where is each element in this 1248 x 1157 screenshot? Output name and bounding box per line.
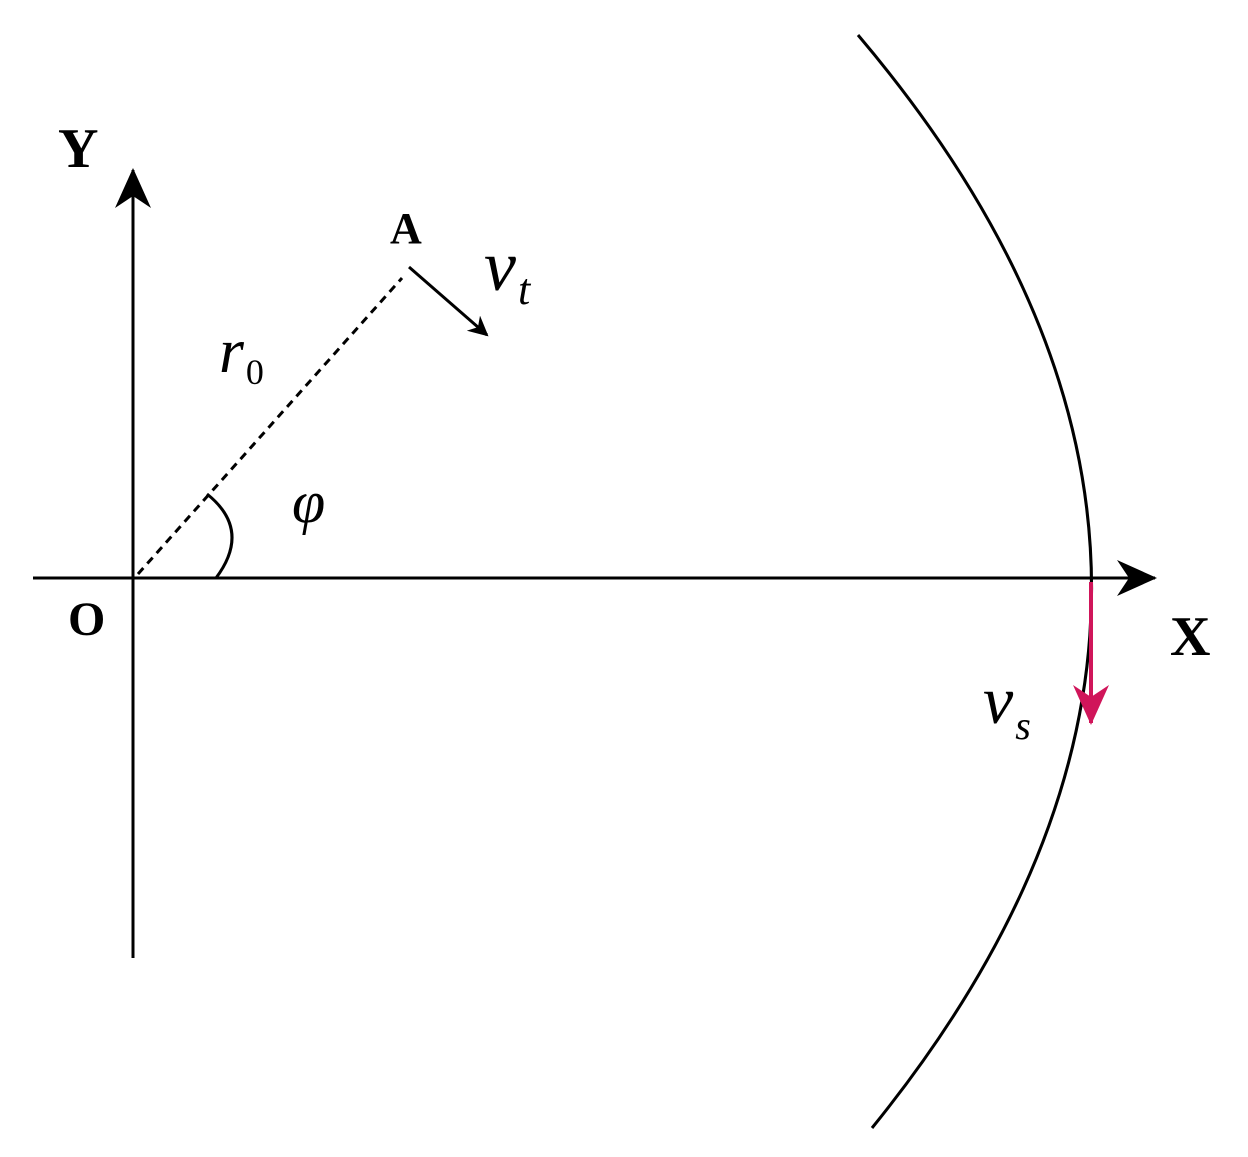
y-axis-label: Y — [58, 118, 98, 180]
radius-subscript: 0 — [246, 352, 264, 392]
point-a-label: A — [390, 204, 422, 253]
vs-subscript: s — [1015, 703, 1031, 748]
radius-label: r0 — [219, 315, 264, 392]
radius-symbol: r — [219, 315, 245, 386]
angle-arc — [206, 492, 234, 579]
vt-subscript: t — [518, 265, 532, 314]
vs-label: vs — [983, 662, 1031, 748]
circle-arc — [856, 34, 1094, 1129]
vt-label: vt — [484, 226, 532, 314]
vs-symbol: v — [983, 662, 1014, 738]
angle-label: φ — [292, 469, 325, 535]
vt-arrow — [408, 265, 489, 337]
vt-symbol: v — [484, 226, 516, 306]
origin-label: O — [68, 593, 105, 646]
radius-dashed-line — [136, 277, 404, 575]
x-axis-label: X — [1170, 606, 1210, 668]
